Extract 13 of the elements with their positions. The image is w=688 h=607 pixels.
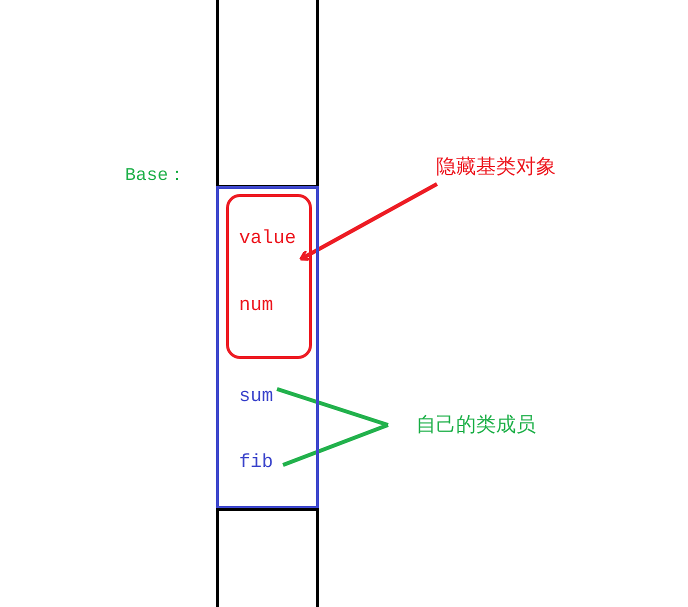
annotation-text: 隐藏基类对象 [436,153,556,180]
member-name: value [239,227,296,249]
annotation-text: 自己的类成员 [416,411,536,438]
memory-cell [216,508,319,607]
memory-cell [216,0,319,188]
base-object-outline [226,194,312,359]
member-name: num [239,294,274,316]
arrow [300,182,438,262]
object-label: Base： [125,165,186,186]
connector-line [276,387,389,427]
connector-line [282,423,389,467]
member-name: sum [239,385,274,407]
member-name: fib [239,451,274,473]
